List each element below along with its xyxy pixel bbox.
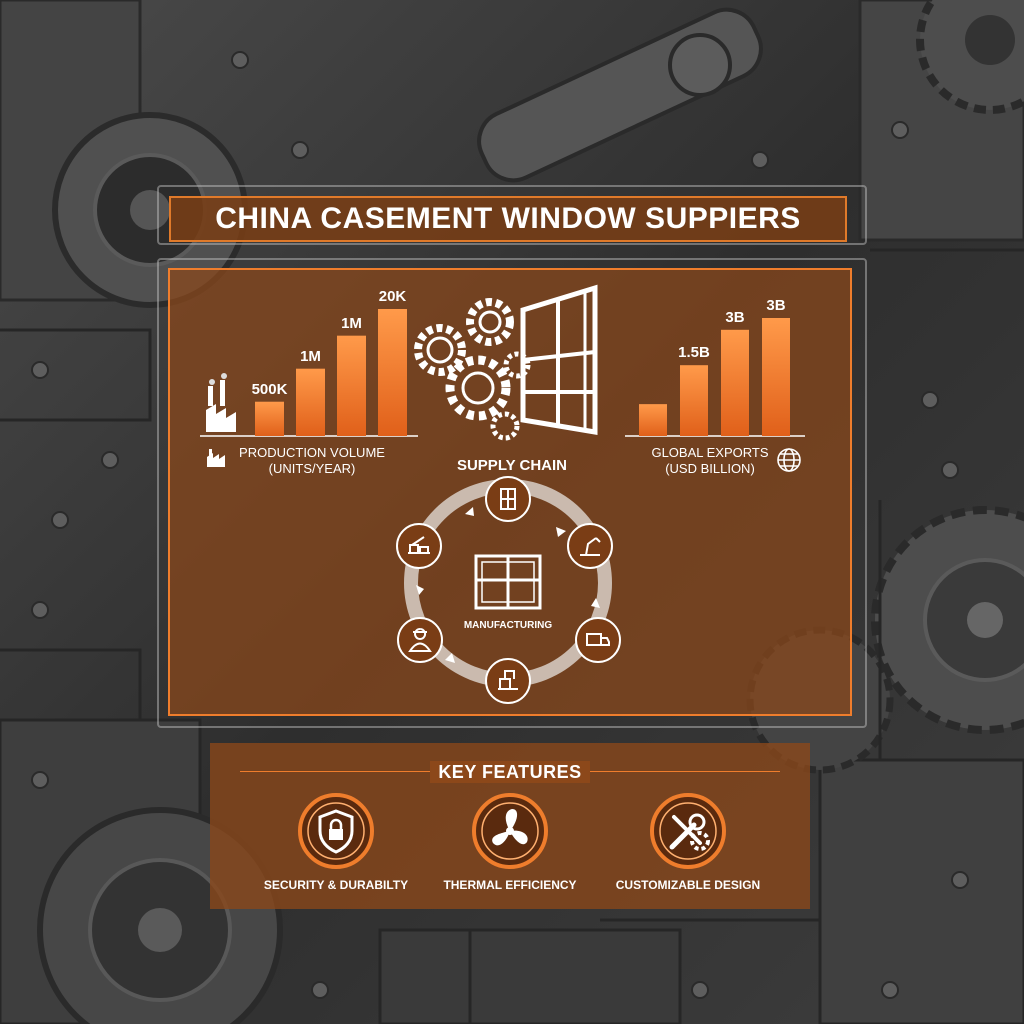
production-bar-value: 1M	[341, 314, 362, 332]
exports-bar-value: 1.5B	[678, 344, 710, 362]
production-label: PRODUCTION VOLUME (UNITS/YEAR)	[232, 445, 392, 477]
tools-icon	[650, 793, 726, 869]
production-bar	[337, 335, 366, 436]
exports-chart	[625, 318, 805, 437]
production-bar	[255, 401, 284, 436]
supply-chain-title: SUPPLY CHAIN	[456, 457, 568, 474]
feature-thermal-label: THERMAL EFFICIENCY	[443, 878, 577, 892]
production-chart	[200, 309, 418, 437]
gears-window-icon	[414, 284, 598, 441]
manufacturing-label: MANUFACTURING	[463, 620, 553, 631]
supply-chain-diagram	[396, 476, 621, 704]
page-title: CHINA CASEMENT WINDOW SUPPIERS	[215, 202, 801, 235]
feature-custom-badge	[648, 791, 728, 871]
production-bar-value: 500K	[251, 380, 288, 398]
feature-security-badge	[296, 791, 376, 871]
title-banner: CHINA CASEMENT WINDOW SUPPIERS	[169, 196, 847, 242]
shield-lock-icon	[298, 793, 374, 869]
factory-small-icon	[205, 447, 227, 473]
assembly-icon	[485, 658, 531, 704]
production-bar	[378, 309, 407, 436]
materials-icon	[396, 523, 442, 569]
manufacturing-window-icon	[474, 554, 542, 610]
feature-security-label: SECURITY & DURABILTY	[263, 878, 409, 892]
robot-arm-icon	[567, 523, 613, 569]
ring-arrows	[416, 507, 600, 663]
exports-bar	[762, 318, 790, 436]
production-label-line2: (UNITS/YEAR)	[268, 461, 356, 476]
exports-bar	[639, 404, 667, 436]
key-features-panel: KEY FEATURES SECURITY & DURABILTY THERMA…	[210, 743, 810, 909]
exports-bar-value: 3B	[766, 297, 786, 314]
exports-bar	[680, 365, 708, 436]
exports-label-line2: (USD BILLION)	[665, 461, 755, 476]
production-bar-value: 1M	[300, 347, 321, 365]
window-icon	[485, 476, 531, 522]
globe-icon	[776, 447, 802, 477]
exports-bar	[721, 329, 749, 436]
main-frame	[157, 258, 867, 728]
title-frame	[157, 185, 867, 245]
feature-thermal-badge	[470, 791, 550, 871]
fan-icon	[472, 793, 548, 869]
production-bar	[296, 368, 325, 436]
production-label-line1: PRODUCTION VOLUME	[239, 445, 385, 460]
feature-custom-label: CUSTOMIZABLE DESIGN	[615, 878, 761, 892]
exports-bar-value: 3B	[725, 308, 745, 326]
production-bar-value: 20K	[378, 288, 407, 305]
factory-icon	[206, 373, 236, 432]
truck-icon	[575, 617, 621, 663]
key-features-title: KEY FEATURES	[430, 761, 590, 783]
worker-icon	[397, 617, 443, 663]
exports-label: GLOBAL EXPORTS (USD BILLION)	[630, 445, 790, 477]
exports-label-line1: GLOBAL EXPORTS	[651, 445, 769, 460]
